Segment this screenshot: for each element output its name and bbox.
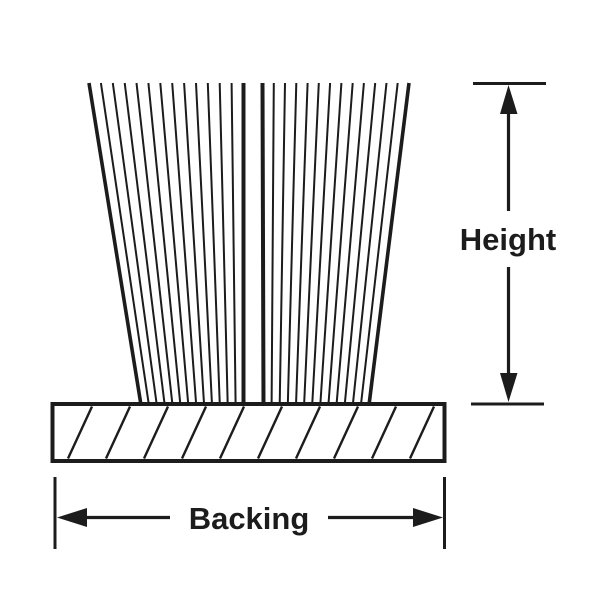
bristle [327,82,354,406]
bristle [367,82,411,406]
bristle [123,82,166,406]
bristle [359,82,399,406]
bristle [99,82,150,406]
bristle [111,82,158,406]
hatch-line [142,405,170,460]
bristle [311,82,332,406]
backing-dimension: Backing [53,477,446,549]
hatch-line [332,405,360,460]
backing-rect [50,402,447,463]
bristle-fan [87,82,411,406]
hatch-line [256,405,284,460]
bristle [351,82,388,406]
hatch-line [66,405,94,460]
backing-strip [50,402,447,463]
bristle [183,82,206,406]
bristle [343,82,377,406]
bristle [303,82,320,406]
bristle [87,82,143,406]
bristle [135,82,174,406]
bristle [159,82,190,406]
height-dimension: Height [460,82,556,406]
height-label: Height [460,222,556,257]
hatch-line [104,405,132,460]
backing-label: Backing [189,501,310,536]
bristle [218,82,229,406]
arrow-down-icon [500,373,518,402]
bristle [295,82,309,406]
bristle [319,82,343,406]
arrow-left-icon [57,508,87,527]
arrow-up-icon [500,85,518,114]
hatch-line [370,405,398,460]
bristle [206,82,221,406]
backing-hatch-lines [66,405,436,460]
bristle [260,82,266,406]
arrow-right-icon [413,508,443,527]
bristle [171,82,198,406]
hatch-line [294,405,322,460]
bristle [335,82,365,406]
bristle [147,82,182,406]
hatch-line [180,405,208,460]
bristle [286,82,298,406]
bristle [195,82,213,406]
bristle [278,82,286,406]
bristle [230,82,237,406]
hatch-line [408,405,436,460]
bristle [270,82,275,406]
hatch-line [218,405,246,460]
